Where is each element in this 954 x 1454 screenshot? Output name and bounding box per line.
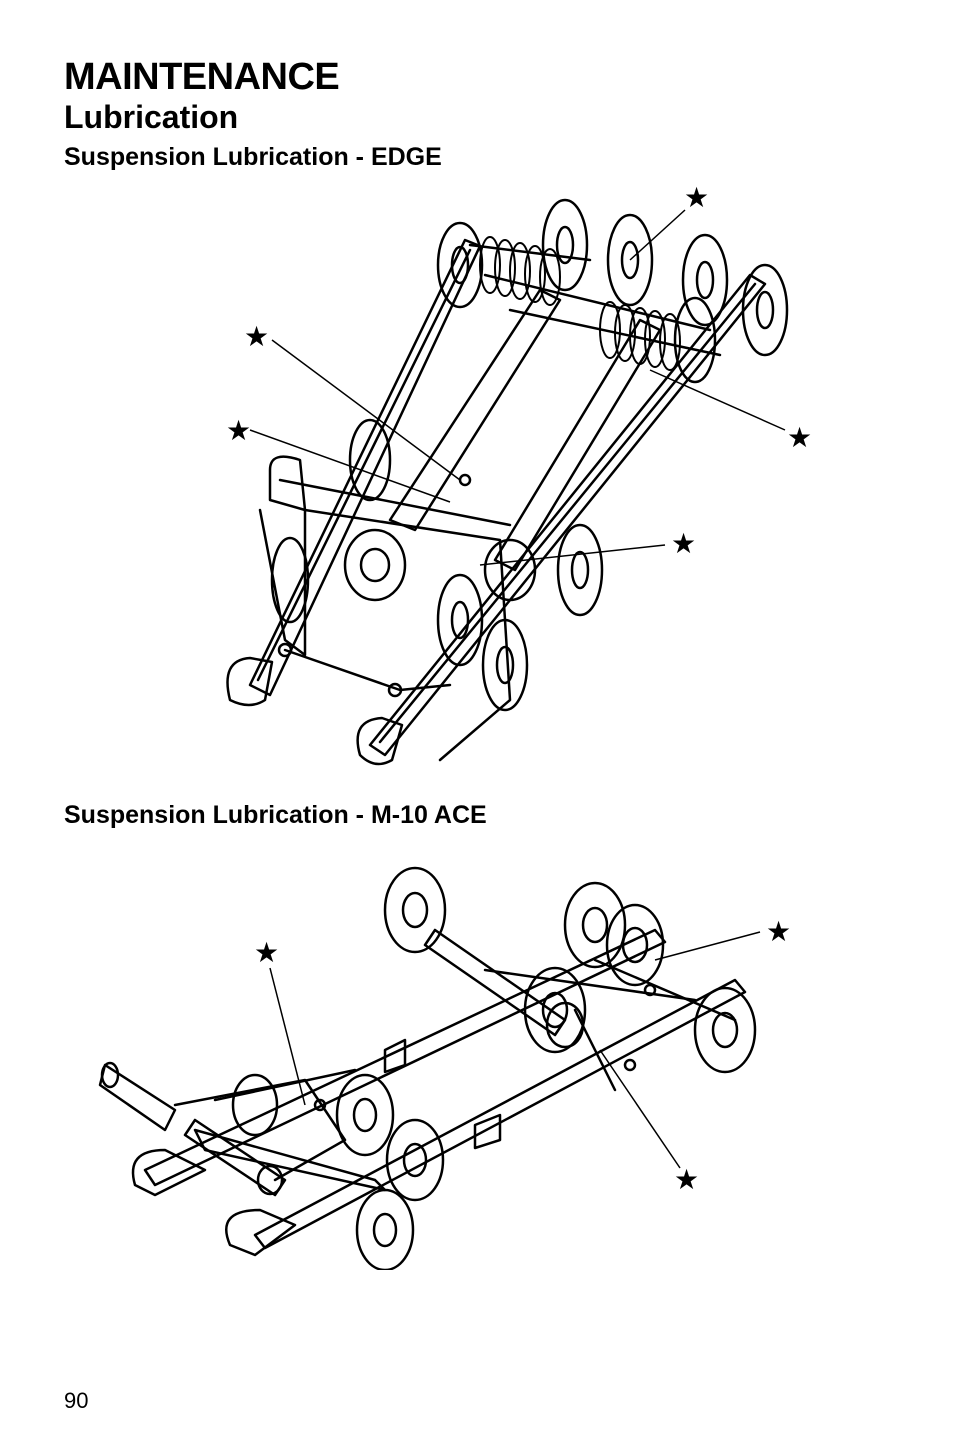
edge-suspension-heading: Suspension Lubrication - EDGE	[64, 143, 442, 171]
chapter-title: MAINTENANCE	[64, 56, 340, 98]
lube-point-marker: ★	[787, 421, 813, 454]
m10-ace-suspension-illustration	[98, 866, 761, 1270]
edge-suspension-illustration	[226, 198, 789, 766]
section-title: Lubrication	[64, 99, 239, 135]
lube-point-marker: ★	[244, 320, 270, 353]
lube-point-marker: ★	[684, 181, 710, 214]
page-number: 90	[64, 1388, 89, 1413]
m10-ace-suspension-heading: Suspension Lubrication - M-10 ACE	[64, 801, 487, 829]
lube-point-marker: ★	[254, 936, 280, 969]
lube-point-marker: ★	[671, 527, 697, 560]
lube-point-marker: ★	[226, 414, 252, 447]
lube-point-marker: ★	[674, 1163, 700, 1196]
lube-point-marker: ★	[766, 915, 792, 948]
